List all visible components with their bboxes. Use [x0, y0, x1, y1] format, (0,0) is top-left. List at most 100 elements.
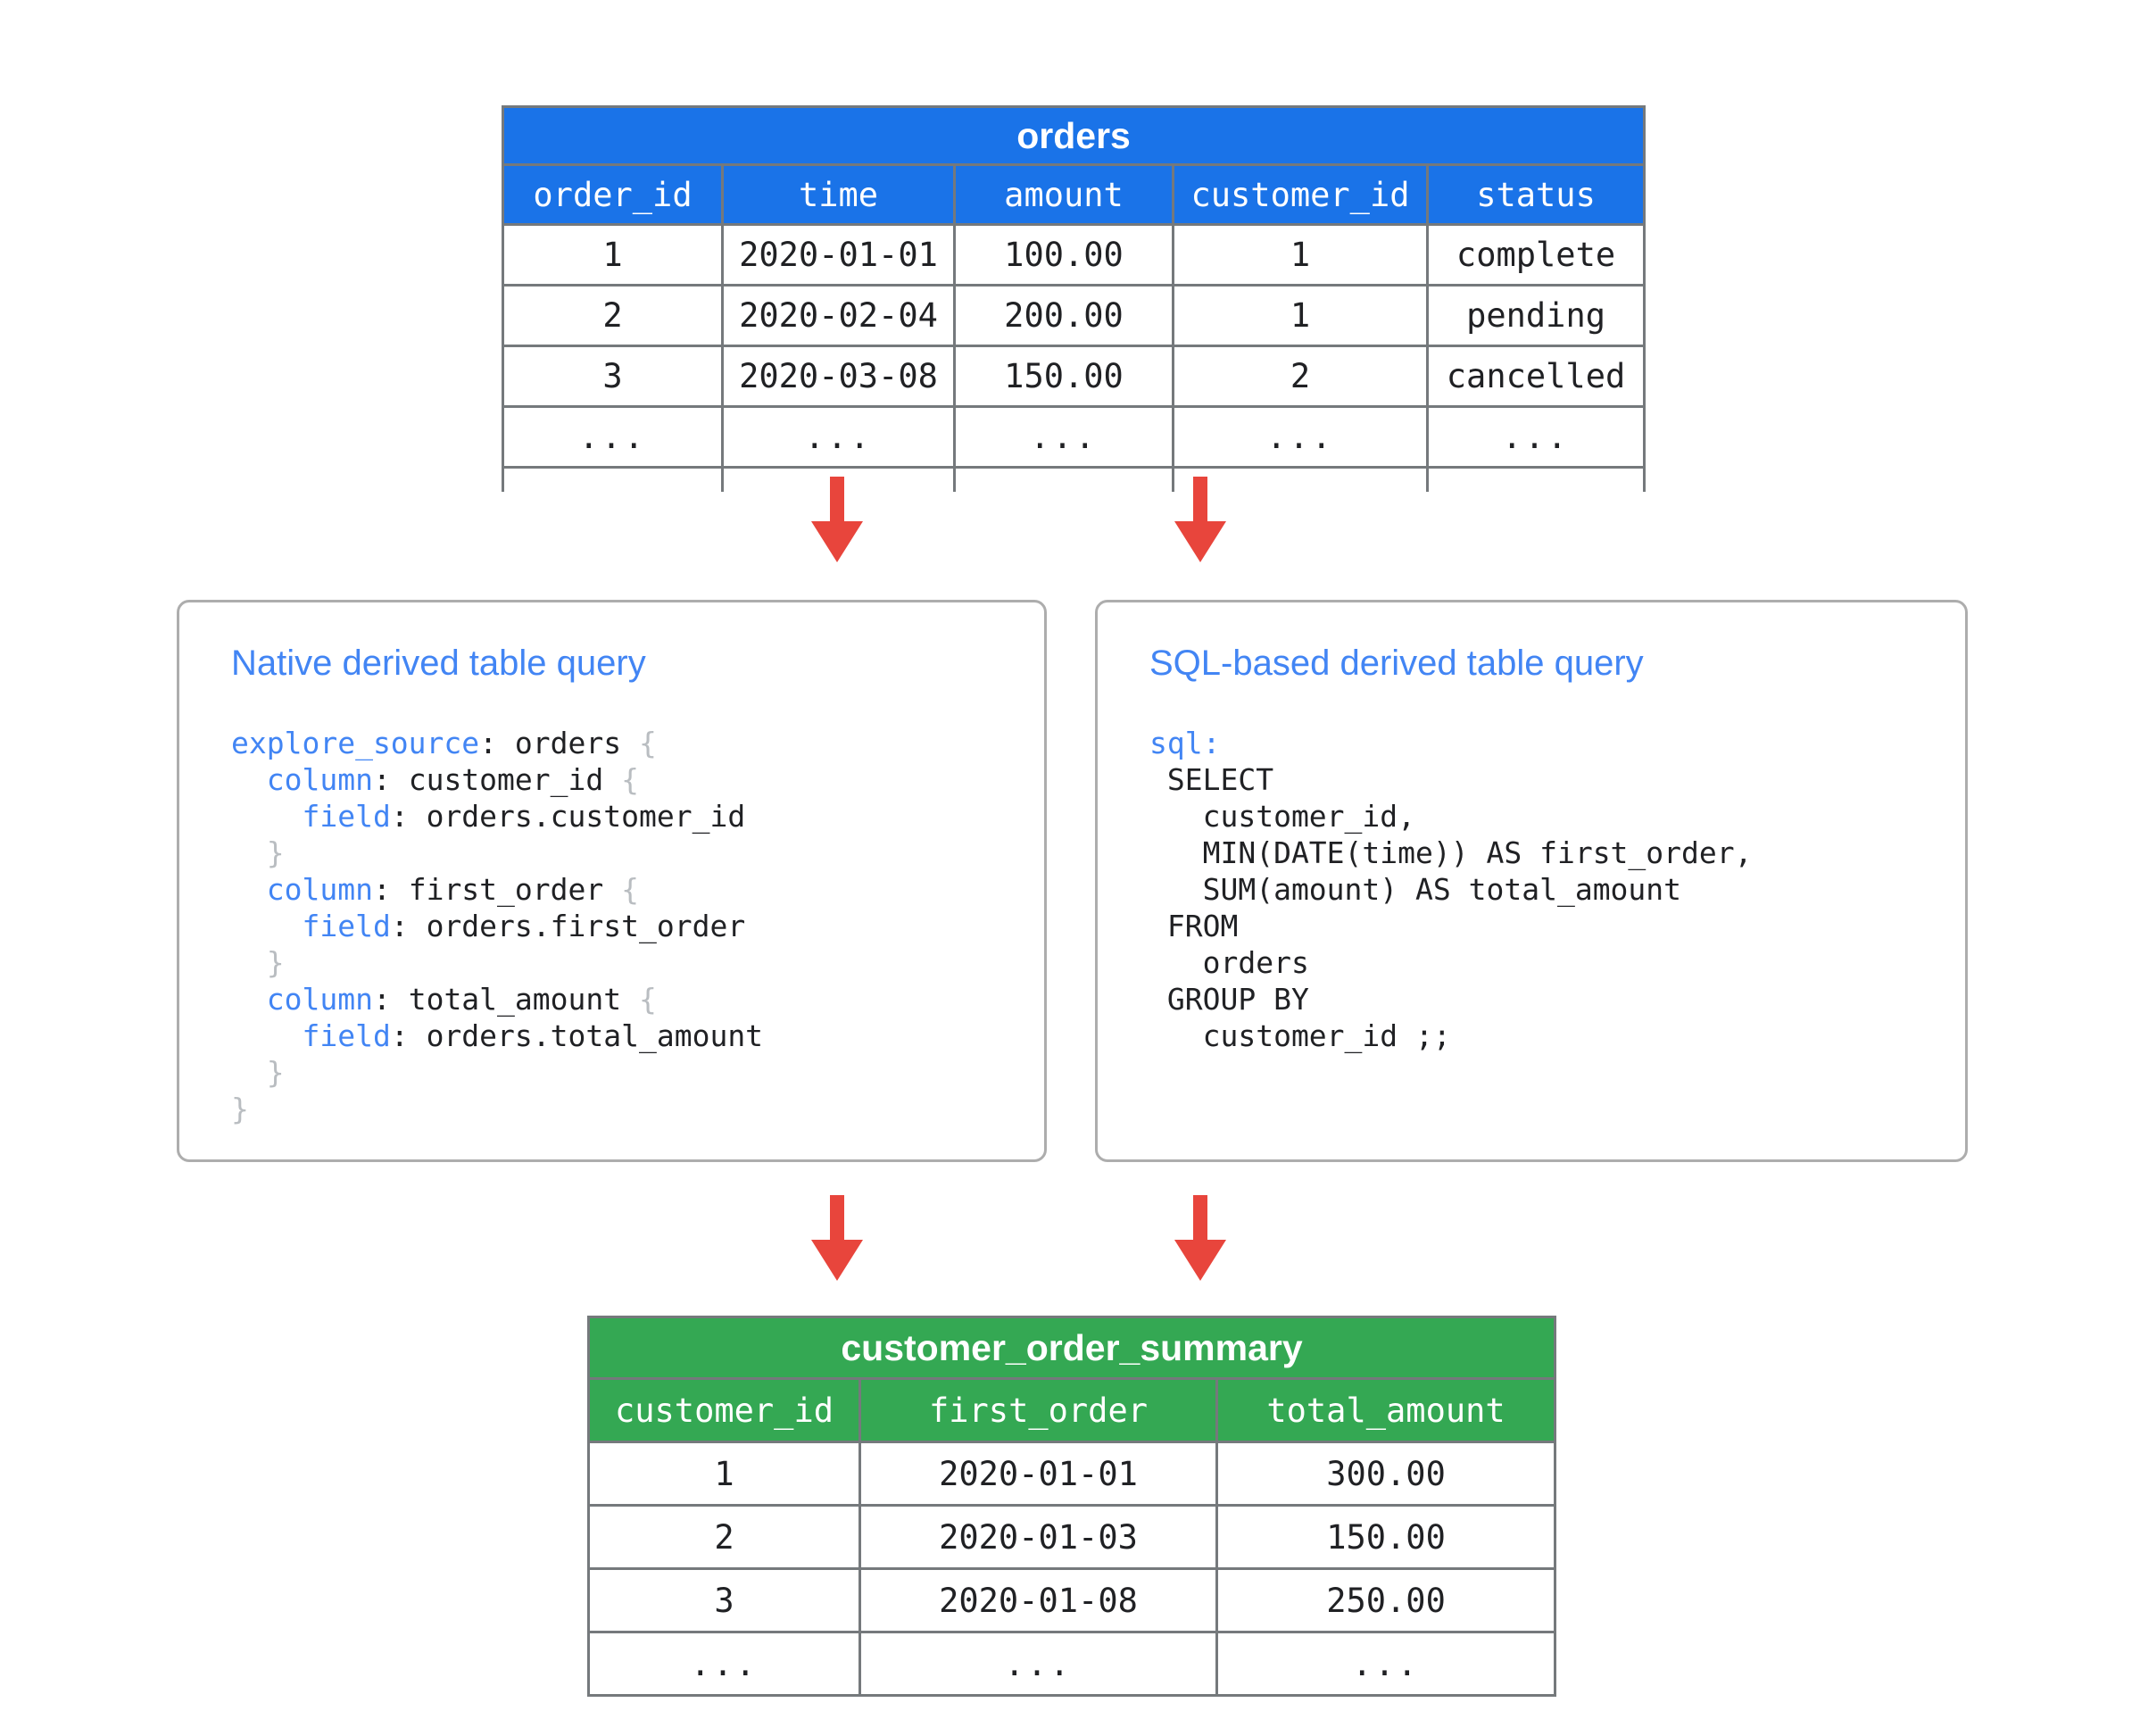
orders-table-header-row: order_id time amount customer_id status: [502, 163, 1646, 226]
orders-cell-truncated: [1172, 466, 1429, 492]
summary-cell: 2020-01-03: [858, 1504, 1218, 1570]
code-token: [231, 1055, 267, 1090]
orders-cell: 200.00: [953, 284, 1174, 347]
summary-table-title-row: customer_order_summary: [586, 1316, 1557, 1380]
code-token: sql:: [1149, 726, 1221, 760]
code-token: {: [638, 982, 657, 1017]
code-token: [231, 799, 302, 834]
summary-cell: ...: [587, 1631, 861, 1697]
orders-cell-truncated: [1425, 466, 1646, 492]
sql-panel-title: SQL-based derived table query: [1149, 644, 1644, 683]
orders-cell-truncated: [953, 466, 1174, 492]
orders-cell: 2: [1172, 345, 1429, 408]
table-row-ellipsis: ... ... ...: [587, 1631, 1557, 1697]
code-token: }: [266, 1055, 285, 1090]
code-token: {: [638, 726, 657, 760]
code-token: {: [621, 872, 639, 907]
code-token: [231, 1018, 302, 1053]
code-token: : orders.first_order: [390, 909, 746, 943]
summary-column-header-customer-id: customer_id: [587, 1377, 861, 1443]
table-row: 1 2020-01-01 300.00: [587, 1441, 1557, 1507]
code-token: SUM(amount) AS total_amount: [1149, 872, 1682, 907]
code-token: }: [231, 1092, 249, 1126]
orders-column-header-customer-id: customer_id: [1172, 163, 1429, 226]
orders-column-header-time: time: [721, 163, 956, 226]
orders-cell: 100.00: [953, 223, 1174, 287]
arrow-native-to-summary-icon: [811, 1195, 863, 1281]
orders-table-title: orders: [501, 105, 1646, 166]
orders-column-header-status: status: [1425, 163, 1646, 226]
orders-cell: pending: [1425, 284, 1646, 347]
summary-column-header-first-order: first_order: [858, 1377, 1218, 1443]
code-token: [231, 835, 267, 870]
table-row-ellipsis: ... ... ... ... ...: [502, 405, 1646, 469]
code-token: : orders.customer_id: [390, 799, 746, 834]
code-token: : customer_id: [372, 762, 622, 797]
code-token: SELECT: [1149, 762, 1274, 797]
code-token: : orders: [479, 726, 639, 760]
summary-table-header-row: customer_id first_order total_amount: [587, 1377, 1557, 1443]
code-token: [231, 945, 267, 980]
customer-order-summary-table: customer_order_summary customer_id first…: [586, 1316, 1557, 1697]
orders-cell: ...: [502, 405, 724, 469]
orders-cell: ...: [1172, 405, 1429, 469]
summary-cell: 2: [587, 1504, 861, 1570]
code-token: GROUP BY: [1149, 982, 1309, 1017]
code-token: : first_order: [372, 872, 622, 907]
orders-cell: ...: [953, 405, 1174, 469]
orders-cell: 150.00: [953, 345, 1174, 408]
orders-cell: ...: [1425, 405, 1646, 469]
summary-cell: 2020-01-01: [858, 1441, 1218, 1507]
orders-cell: 3: [502, 345, 724, 408]
sql-panel-code: sql: SELECT customer_id, MIN(DATE(time))…: [1149, 725, 1929, 1054]
table-row-truncated: [502, 466, 1646, 492]
summary-cell: ...: [1215, 1631, 1557, 1697]
code-token: customer_id ;;: [1149, 1018, 1451, 1053]
arrow-sql-to-summary-icon: [1174, 1195, 1226, 1281]
orders-cell: 2: [502, 284, 724, 347]
code-token: field: [302, 909, 391, 943]
summary-cell: ...: [858, 1631, 1218, 1697]
code-token: explore_source: [231, 726, 480, 760]
code-token: customer_id,: [1149, 799, 1416, 834]
code-token: field: [302, 1018, 391, 1053]
native-panel-code: explore_source: orders { column: custome…: [231, 725, 1008, 1127]
native-panel-title: Native derived table query: [231, 644, 646, 683]
native-derived-table-panel: Native derived table query explore_sourc…: [177, 600, 1047, 1162]
code-token: [231, 982, 267, 1017]
orders-cell: ...: [721, 405, 956, 469]
summary-cell: 250.00: [1215, 1567, 1557, 1633]
code-token: MIN(DATE(time)) AS first_order,: [1149, 835, 1753, 870]
code-token: column: [266, 872, 373, 907]
code-token: column: [266, 982, 373, 1017]
summary-cell: 1: [587, 1441, 861, 1507]
orders-cell: 1: [1172, 284, 1429, 347]
code-token: : total_amount: [372, 982, 639, 1017]
summary-cell: 3: [587, 1567, 861, 1633]
arrow-orders-to-sql-icon: [1174, 477, 1226, 562]
summary-cell: 150.00: [1215, 1504, 1557, 1570]
code-token: field: [302, 799, 391, 834]
orders-cell: 2020-02-04: [721, 284, 956, 347]
orders-cell-truncated: [502, 466, 724, 492]
summary-column-header-total-amount: total_amount: [1215, 1377, 1557, 1443]
summary-cell: 300.00: [1215, 1441, 1557, 1507]
orders-table-title-row: orders: [501, 105, 1646, 166]
arrow-orders-to-native-icon: [811, 477, 863, 562]
orders-cell: 1: [1172, 223, 1429, 287]
summary-cell: 2020-01-08: [858, 1567, 1218, 1633]
orders-cell: 2020-01-01: [721, 223, 956, 287]
code-token: : orders.total_amount: [390, 1018, 764, 1053]
code-token: {: [621, 762, 639, 797]
orders-cell: 1: [502, 223, 724, 287]
code-token: column: [266, 762, 373, 797]
orders-cell: 2020-03-08: [721, 345, 956, 408]
code-token: }: [266, 945, 285, 980]
orders-cell: cancelled: [1425, 345, 1646, 408]
table-row: 2 2020-01-03 150.00: [587, 1504, 1557, 1570]
table-row: 3 2020-01-08 250.00: [587, 1567, 1557, 1633]
code-token: FROM: [1149, 909, 1239, 943]
summary-table-title: customer_order_summary: [586, 1316, 1557, 1380]
orders-column-header-amount: amount: [953, 163, 1174, 226]
